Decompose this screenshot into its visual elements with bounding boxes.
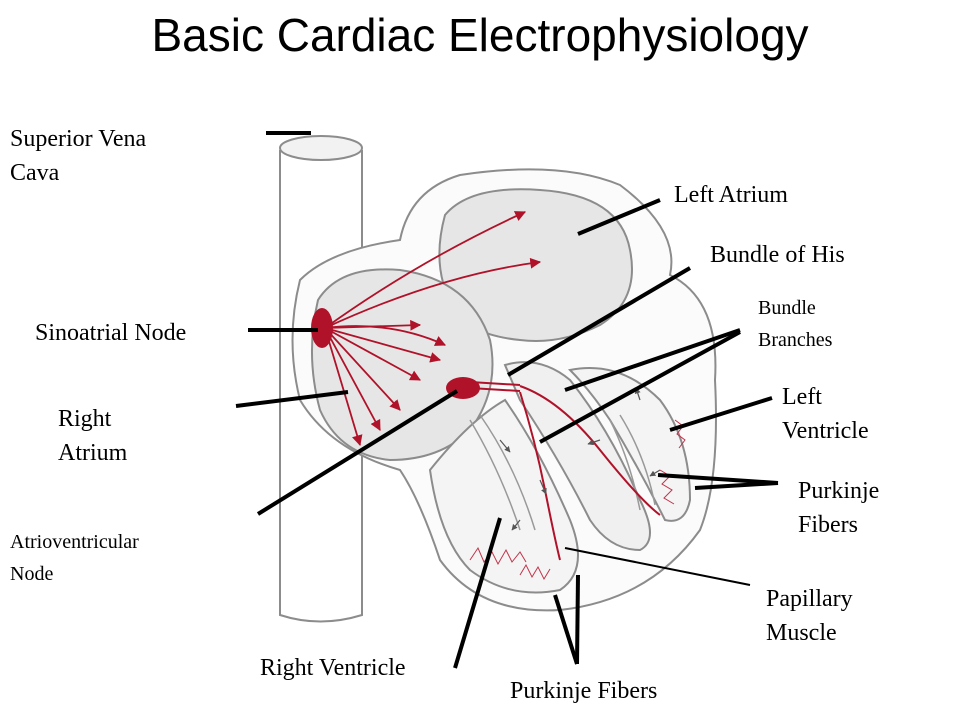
ventricular-septum: [503, 361, 651, 552]
label-left-ventricle: Left Ventricle: [782, 384, 869, 444]
papillary-leader: [564, 547, 751, 586]
label-bundle-of-his: Bundle of His: [710, 242, 845, 268]
purkinje-scribbles: [469, 419, 686, 581]
label-sinoatrial-node: Sinoatrial Node: [35, 320, 187, 346]
left-ventricle-wall: [567, 367, 692, 522]
conduction-arrows: [324, 211, 542, 447]
label-right-atrium: Right Atrium: [58, 406, 128, 466]
label-atrioventricular-node: Atrioventricular Node: [10, 531, 139, 585]
page-title: Basic Cardiac Electrophysiology: [151, 9, 809, 61]
label-left-atrium: Left Atrium: [674, 182, 788, 208]
right-ventricle-wall: [428, 398, 579, 594]
papillary-strands: [469, 414, 656, 531]
label-purkinje-fibers-bottom: Purkinje Fibers: [510, 678, 658, 704]
label-purkinje-fibers-right: Purkinje Fibers: [798, 478, 880, 538]
leader-lines: [235, 131, 779, 669]
label-superior-vena-cava: Superior Vena Cava: [10, 126, 147, 186]
label-papillary-muscle: Papillary Muscle: [766, 586, 853, 646]
label-right-ventricle: Right Ventricle: [260, 655, 406, 681]
sinoatrial-node: [311, 308, 333, 348]
label-bundle-branches: Bundle Branches: [758, 297, 833, 351]
